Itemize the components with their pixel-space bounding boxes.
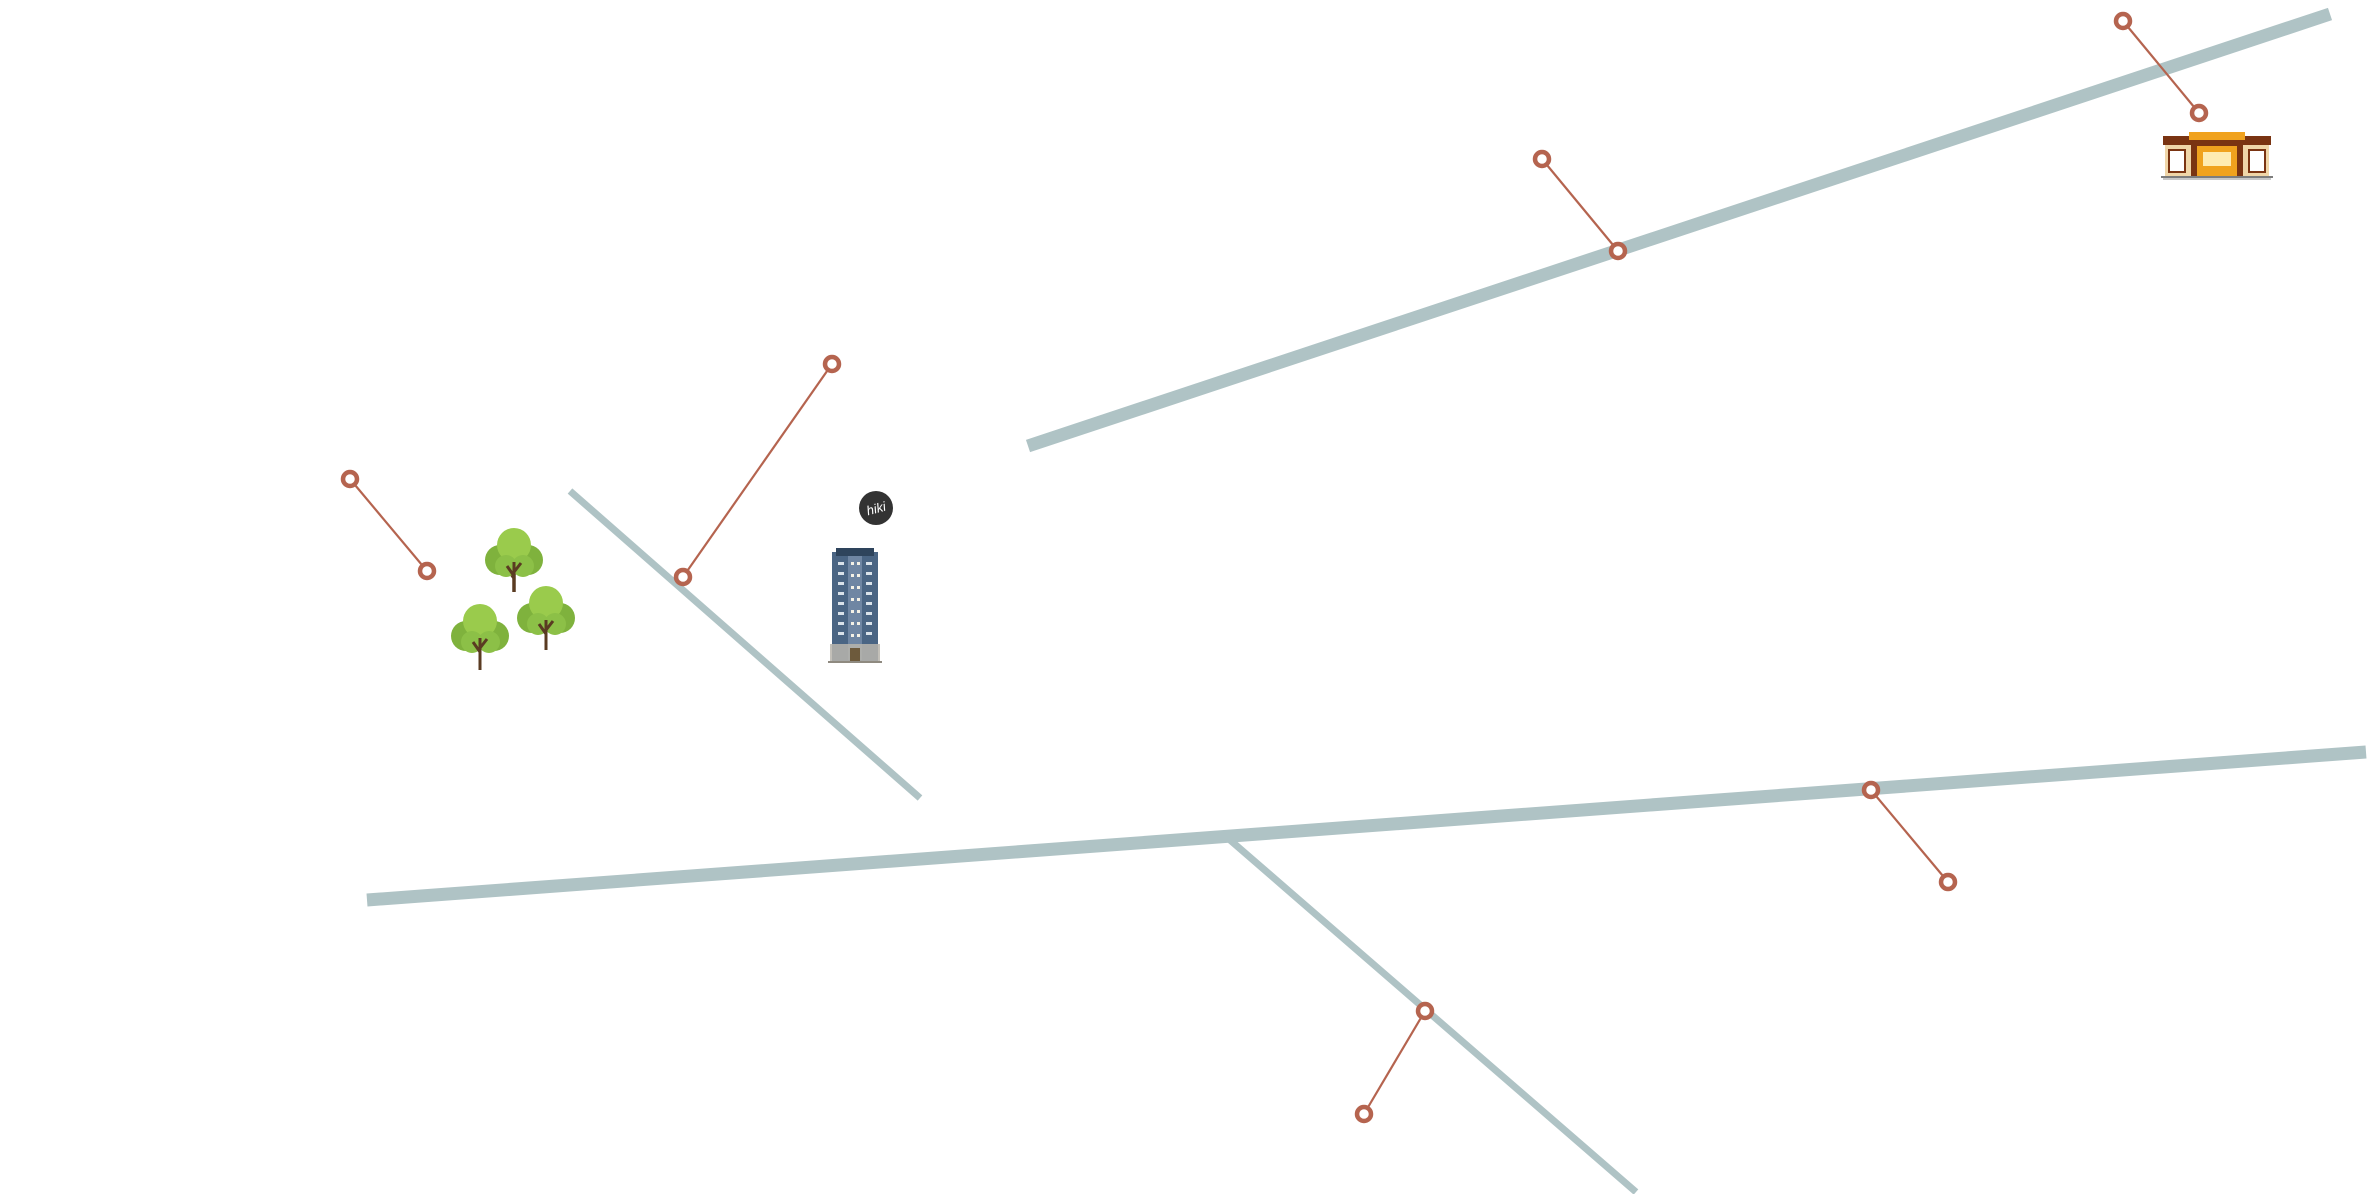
shop-storefront — [2161, 132, 2273, 180]
leader-northeast-road — [1541, 158, 1619, 252]
marker-southeast-branch[interactable] — [1354, 1104, 1374, 1124]
leader-west-road — [682, 363, 833, 578]
markers-layer[interactable] — [340, 11, 2209, 1124]
tree-icon — [451, 604, 509, 670]
marker-northeast-road[interactable] — [1532, 149, 1552, 169]
marker-northeast-road-anchor[interactable] — [1608, 241, 1628, 261]
tree-cluster-icon — [451, 528, 575, 670]
road-northeast — [1025, 7, 2333, 453]
tree-icon — [485, 528, 543, 592]
leader-shop — [2122, 20, 2200, 114]
storefront-icon — [2161, 132, 2273, 180]
location-badge[interactable]: hiki — [859, 491, 893, 525]
marker-south-main-road[interactable] — [1938, 872, 1958, 892]
marker-northwest-trees[interactable] — [340, 469, 360, 489]
tower-building-icon — [828, 548, 882, 663]
leader-southeast-branch — [1363, 1010, 1426, 1115]
tree-cluster-park — [451, 528, 575, 670]
marker-west-road[interactable] — [822, 354, 842, 374]
marker-shop-anchor[interactable] — [2189, 103, 2209, 123]
badge-label: hiki — [865, 498, 889, 518]
marker-west-road-anchor[interactable] — [673, 567, 693, 587]
road-south-main — [366, 745, 2367, 907]
leader-northwest-trees — [349, 478, 428, 572]
marker-northwest-trees-anchor[interactable] — [417, 561, 437, 581]
marker-shop[interactable] — [2113, 11, 2133, 31]
marker-southeast-branch-anchor[interactable] — [1415, 1001, 1435, 1021]
leaders-layer — [349, 20, 2200, 1115]
badge-icon — [859, 491, 893, 525]
leader-south-main-road — [1870, 789, 1949, 883]
marker-south-main-road-anchor[interactable] — [1861, 780, 1881, 800]
road-southeast-branch — [1227, 837, 1639, 1194]
road-west-diagonal — [567, 488, 923, 801]
roads-layer — [366, 7, 2367, 1194]
tree-icon — [517, 586, 575, 650]
apartment-tower — [828, 548, 882, 663]
